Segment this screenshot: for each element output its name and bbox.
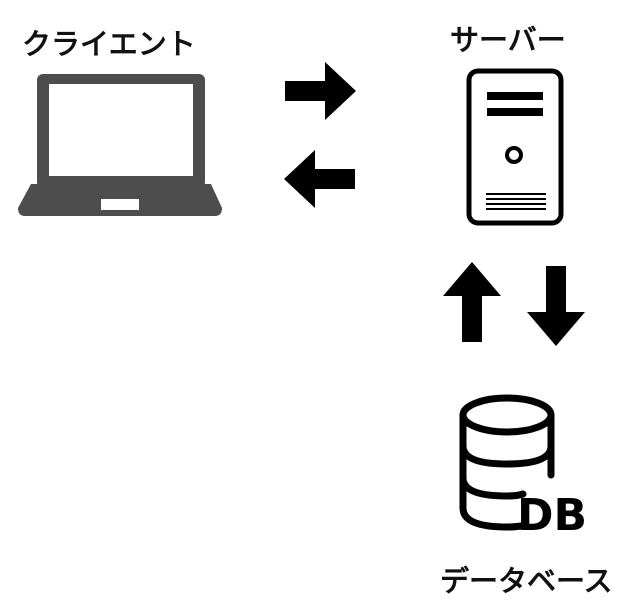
laptop-icon (18, 74, 222, 216)
client-label: クライエント (22, 27, 196, 61)
arrow-right-icon (285, 62, 356, 120)
arrow-left-icon (284, 150, 355, 208)
arrow-up-icon (443, 262, 501, 342)
server-label: サーバー (450, 23, 566, 57)
server-tower-icon (466, 68, 564, 226)
database-icon: DB (459, 394, 587, 541)
database-icon-text: DB (517, 490, 587, 541)
arrow-down-icon (527, 266, 585, 346)
database-label: データベース (440, 564, 613, 598)
